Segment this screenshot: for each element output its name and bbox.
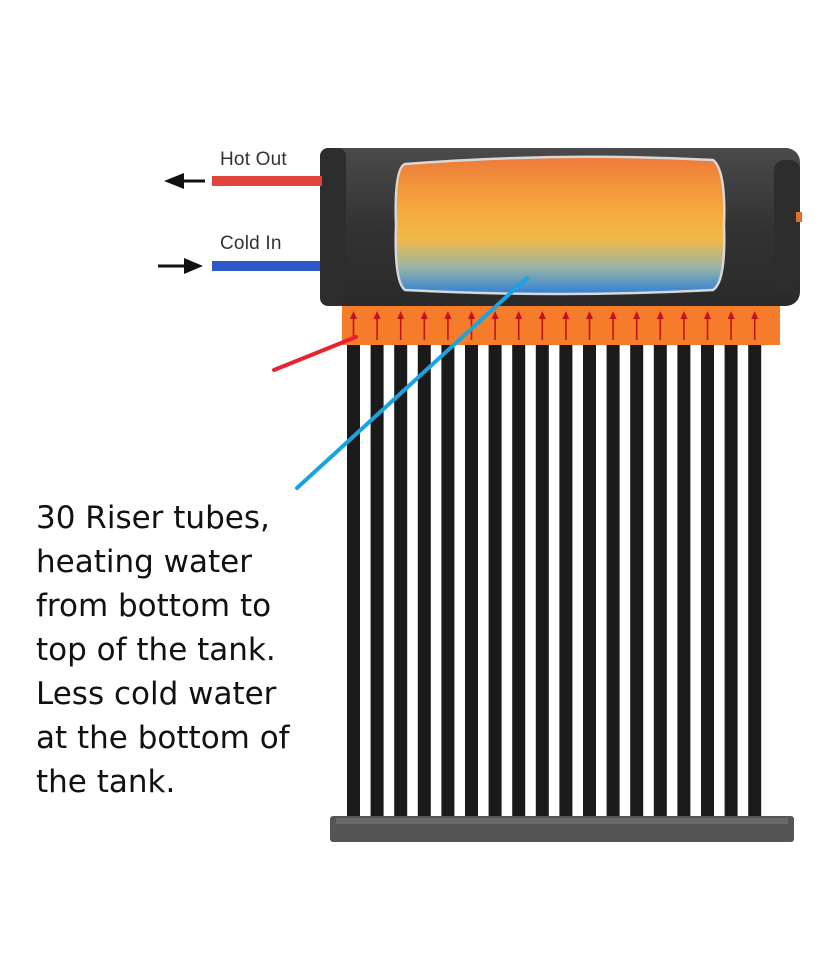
riser-tube [606,305,620,825]
riser-arrow-icon [420,311,428,340]
tank-fitting [796,212,802,222]
caption-line: top of the tank. [36,632,276,668]
riser-tubes [347,305,762,825]
riser-arrow-icon [704,311,711,340]
riser-arrow-icon [609,311,617,340]
riser-arrow-icon [586,311,593,340]
riser-arrow-icon [633,311,641,340]
riser-arrow-icon [373,311,381,340]
cold-in-label: Cold In [220,233,282,254]
riser-arrow-icon [444,311,452,340]
riser-tube [465,305,478,825]
riser-tube [677,305,691,825]
riser-arrow-icon [397,311,405,340]
caption-line: heating water [36,544,252,580]
riser-header-band [342,305,780,345]
caption-line: from bottom to [36,588,272,624]
caption-line: at the bottom of [36,720,290,756]
riser-arrow-icon [680,311,688,340]
riser-tube [370,305,384,825]
cold-in-pipe [212,261,320,271]
riser-arrow-icon [727,311,735,340]
riser-arrow-icon [751,311,759,340]
caption-text: 30 Riser tubes, heating water from botto… [36,496,336,804]
hot-out-arrow-icon [164,173,205,189]
bottom-manifold-highlight [336,818,788,824]
blue-annotation-line [295,276,529,490]
riser-arrow-icon [656,311,664,340]
riser-arrows [350,311,759,340]
riser-tube [630,305,644,825]
riser-tube [394,305,408,825]
riser-tube [583,305,596,825]
red-annotation-line [272,335,358,372]
riser-tube [724,305,738,825]
riser-arrow-icon [538,311,546,340]
riser-tube [417,305,431,825]
riser-tube [701,305,714,825]
riser-tube [347,305,360,825]
caption-line: Less cold water [36,676,277,712]
riser-arrow-icon [562,311,570,340]
riser-arrow-icon [515,311,523,340]
riser-arrow-icon [491,311,499,340]
riser-tube [488,305,502,825]
tank-water [394,155,726,296]
caption-line: the tank. [36,764,176,800]
caption-line: 30 Riser tubes, [36,500,270,536]
hot-out-label: Hot Out [220,149,287,170]
hot-out-pipe [212,176,322,186]
riser-tube [441,305,455,825]
riser-tube [535,305,549,825]
riser-tube [748,305,762,825]
riser-tube [512,305,526,825]
cold-in-arrow-icon [158,258,203,274]
riser-tube [653,305,667,825]
tank-end-cap-right [774,160,800,294]
tank-end-cap-left [320,148,346,306]
riser-tube [559,305,573,825]
